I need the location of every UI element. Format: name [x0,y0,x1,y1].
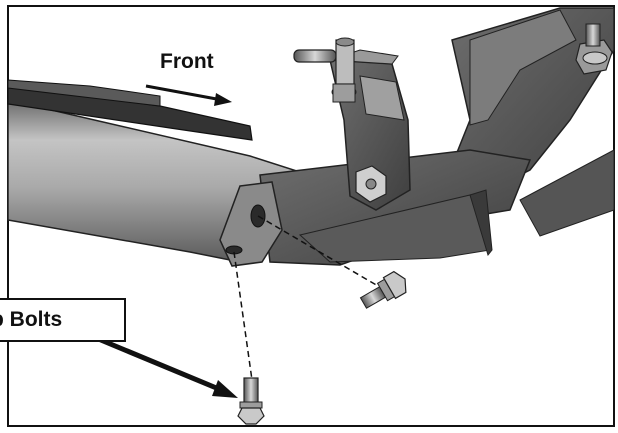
bolts-callout-box: p Bolts [0,298,126,342]
top-right-nut [575,23,613,75]
bolts-label: p Bolts [0,308,63,331]
bolt-path-line-2 [233,251,253,381]
bolt-pointer-arrow-icon [95,335,238,398]
bolt-path-line-1 [257,215,379,287]
t-handle-pin [293,37,357,103]
front-direction-arrow-icon [145,84,232,106]
vertical-bracket [329,49,411,211]
loose-bolt-2 [237,377,265,425]
cross-plate [259,149,532,266]
loose-bolt-1 [359,270,407,309]
front-label: Front [160,50,214,73]
tube-end-collar [219,181,283,267]
